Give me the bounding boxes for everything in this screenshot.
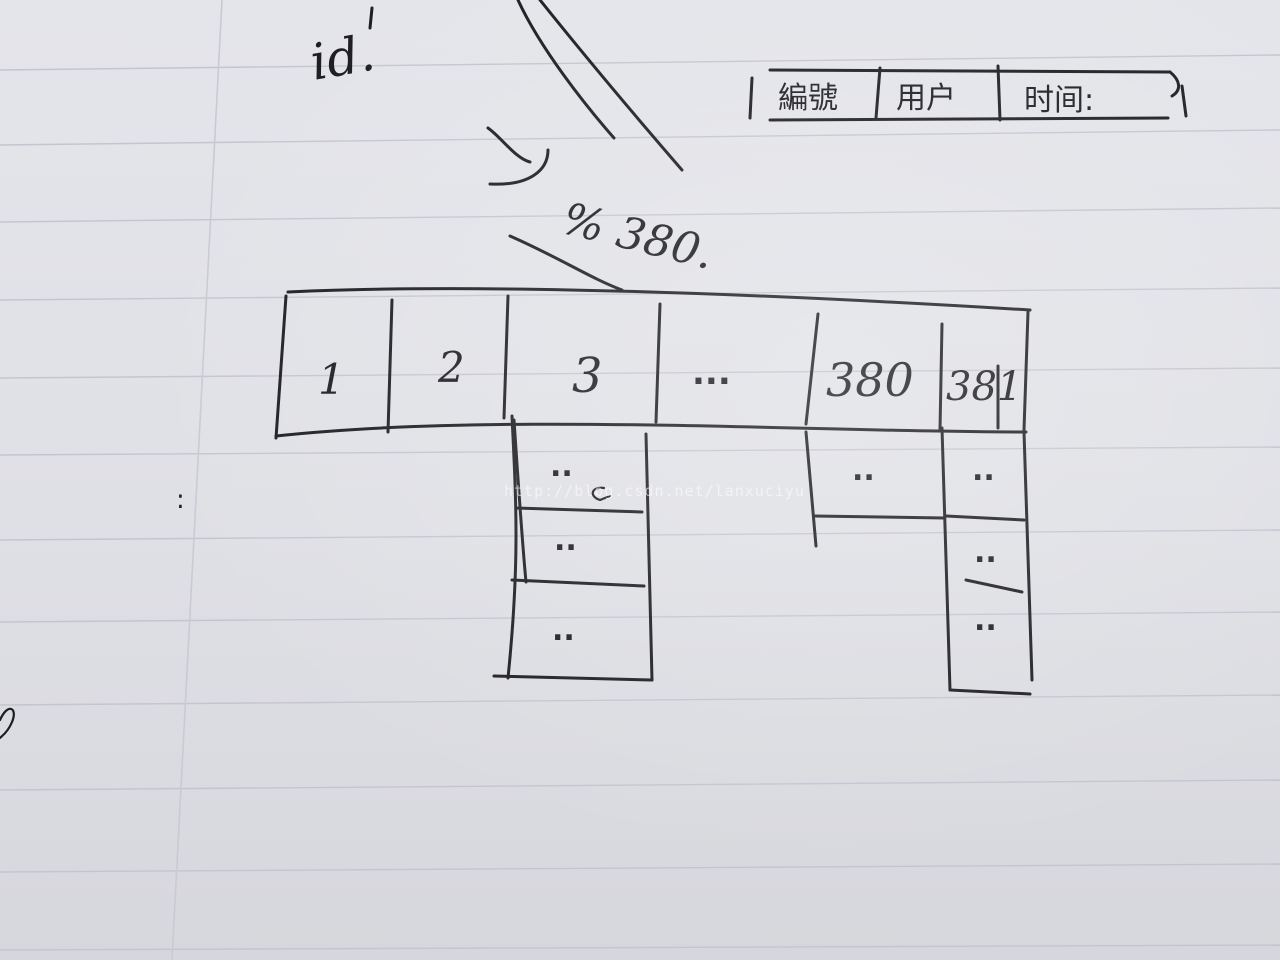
watermark: http://blog.csdn.net/lanxuciyu xyxy=(504,482,805,500)
header-field-id: 編號 xyxy=(778,81,838,116)
chain-381-entry-3: .. xyxy=(974,603,997,638)
header-field-time: 时间: xyxy=(1024,83,1094,118)
chain-381-entry-2: .. xyxy=(974,535,997,570)
arrow-label: % 380. xyxy=(557,193,719,280)
bucket-array: 1 2 3 ... 380 381 xyxy=(274,287,1032,440)
chain-bucket-3: .. .. .. xyxy=(492,414,654,682)
margin-scribble xyxy=(0,707,15,740)
chain-3-entry-2: .. xyxy=(554,523,577,558)
arrow-head xyxy=(488,148,550,186)
arrow-stroke xyxy=(486,126,532,164)
chain-3-entry-1: .. xyxy=(550,449,573,484)
chain-380-entry-1: .. xyxy=(852,453,875,488)
bucket-label-1: 1 xyxy=(318,355,345,404)
header-record: 編號 用户 时间: xyxy=(748,64,1188,122)
chain-bucket-381: .. .. .. xyxy=(940,426,1034,696)
bucket-label-2: 2 xyxy=(437,343,465,392)
bucket-label-380: 380 xyxy=(826,353,914,407)
margin-line xyxy=(171,0,223,960)
top-curve-outer xyxy=(538,0,684,172)
bucket-label-3: 3 xyxy=(572,348,603,404)
chain-3-entry-1-mark xyxy=(591,486,612,502)
chain-381-entry-1: .. xyxy=(972,453,995,488)
margin-mark: : xyxy=(176,485,185,515)
pointer-line xyxy=(508,234,624,292)
top-curve-inner xyxy=(516,0,616,140)
chain-bucket-380: .. xyxy=(804,430,946,548)
bucket-label-ellipsis: ... xyxy=(692,353,731,393)
id-label: id. xyxy=(306,24,379,92)
ruled-lines xyxy=(0,54,1280,951)
chain-3-entry-3: .. xyxy=(552,613,575,648)
bucket-label-381: 381 xyxy=(946,364,1022,410)
id-tick xyxy=(368,6,374,30)
header-field-user: 用户 xyxy=(896,81,956,116)
